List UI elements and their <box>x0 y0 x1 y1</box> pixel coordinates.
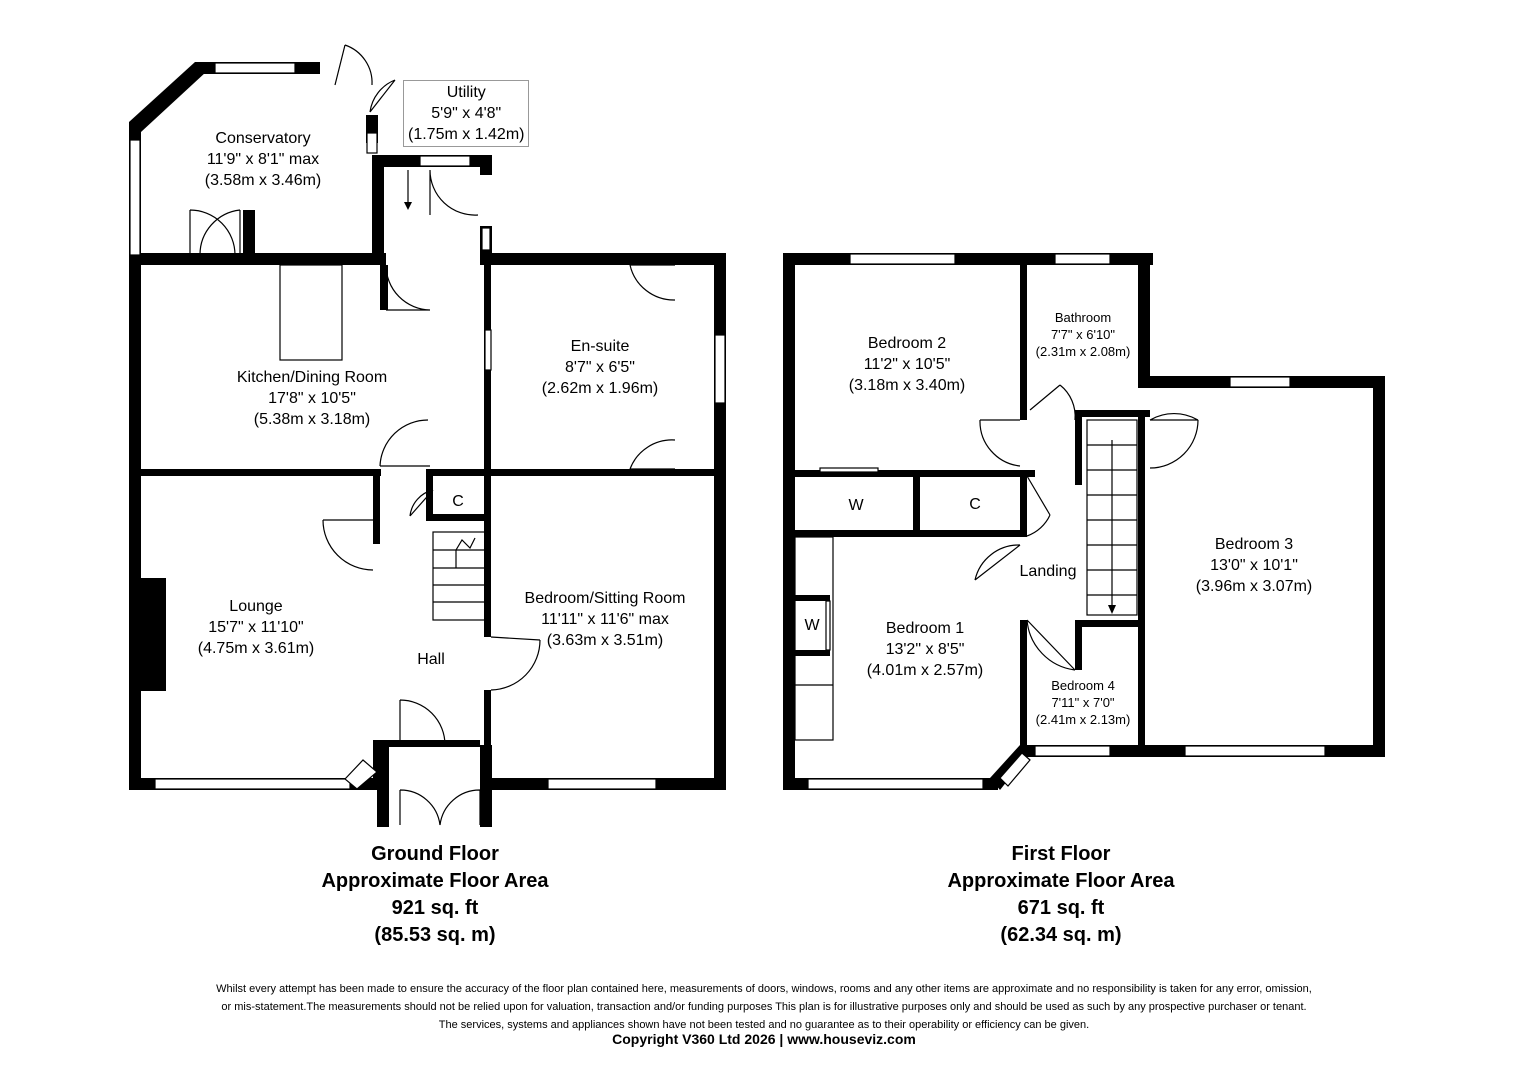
room-name: Bedroom/Sitting Room <box>524 590 686 607</box>
room-name: En-suite <box>570 338 630 355</box>
room-dims-imperial: 7'11" x 7'0" <box>1051 695 1115 710</box>
floor-name: First Floor <box>1011 843 1111 865</box>
room-name: Kitchen/Dining Room <box>236 369 388 386</box>
first-floor-windows <box>807 253 1326 790</box>
room-name: Lounge <box>229 598 283 615</box>
floor-area-label: Approximate Floor Area <box>947 870 1175 892</box>
room-dims-imperial: 5'9" x 4'8" <box>431 105 502 122</box>
room-dims-imperial: 13'2" x 8'5" <box>885 641 965 658</box>
copyright: Copyright V360 Ltd 2026 | www.houseviz.c… <box>612 1031 916 1047</box>
room-name: Bedroom 1 <box>885 620 965 637</box>
room-dims-imperial: 11'2" x 10'5" <box>863 356 951 373</box>
room-label-wardrobe-small: W <box>804 615 819 636</box>
room-label-cupboard-first: C <box>969 494 981 515</box>
room-name: W <box>804 617 820 634</box>
room-label-bedroom-2: Bedroom 2 11'2" x 10'5" (3.18m x 3.40m) <box>849 333 965 396</box>
room-dims-metric: (2.41m x 2.13m) <box>1035 712 1131 727</box>
room-dims-metric: (3.18m x 3.40m) <box>848 377 966 394</box>
floor-area-sqm: (85.53 sq. m) <box>374 924 496 946</box>
room-name: Bedroom 2 <box>867 335 947 352</box>
ground-floor-summary: Ground Floor Approximate Floor Area 921 … <box>321 841 548 949</box>
room-dims-metric: (3.63m x 3.51m) <box>546 632 664 649</box>
room-name: W <box>848 497 864 514</box>
room-label-landing: Landing <box>1020 561 1077 582</box>
room-dims-metric: (3.96m x 3.07m) <box>1195 578 1313 595</box>
room-name: C <box>452 493 464 510</box>
floor-area-sqm: (62.34 sq. m) <box>1000 924 1122 946</box>
room-dims-metric: (4.75m x 3.61m) <box>197 640 315 657</box>
room-name: Hall <box>417 651 445 668</box>
room-label-lounge: Lounge 15'7" x 11'10" (4.75m x 3.61m) <box>198 596 314 659</box>
room-label-bedroom-1: Bedroom 1 13'2" x 8'5" (4.01m x 2.57m) <box>867 618 983 681</box>
room-label-kitchen: Kitchen/Dining Room 17'8" x 10'5" (5.38m… <box>237 367 387 430</box>
floor-area-label: Approximate Floor Area <box>321 870 549 892</box>
room-label-ensuite: En-suite 8'7" x 6'5" (2.62m x 1.96m) <box>542 336 658 399</box>
room-label-utility: Utility 5'9" x 4'8" (1.75m x 1.42m) <box>403 80 530 147</box>
room-dims-imperial: 15'7" x 11'10" <box>208 619 304 636</box>
room-label-cupboard: C <box>452 491 464 512</box>
room-dims-imperial: 11'9" x 8'1" max <box>206 151 320 168</box>
room-dims-imperial: 17'8" x 10'5" <box>268 390 356 407</box>
room-dims-metric: (2.62m x 1.96m) <box>541 380 659 397</box>
room-dims-metric: (4.01m x 2.57m) <box>866 662 984 679</box>
disclaimer-line: The services, systems and appliances sho… <box>438 1019 1090 1031</box>
room-label-bedroom-3: Bedroom 3 13'0" x 10'1" (3.96m x 3.07m) <box>1196 534 1312 597</box>
room-dims-metric: (1.75m x 1.42m) <box>408 126 525 143</box>
room-dims-metric: (3.58m x 3.46m) <box>204 172 322 189</box>
room-name: Bedroom 3 <box>1214 536 1294 553</box>
room-name: Bedroom 4 <box>1051 678 1115 693</box>
room-dims-imperial: 7'7" x 6'10" <box>1050 327 1116 342</box>
room-label-wardrobe: W <box>848 495 863 516</box>
room-name: Utility <box>446 84 486 101</box>
room-name: Landing <box>1019 563 1077 580</box>
room-dims-metric: (2.31m x 2.08m) <box>1035 344 1131 359</box>
ground-floor-windows <box>129 62 726 790</box>
ground-floor-doors <box>189 44 676 826</box>
room-label-hall: Hall <box>417 649 445 670</box>
first-floor-doors <box>974 384 1199 671</box>
floor-area-sqft: 921 sq. ft <box>391 897 479 919</box>
room-name: Conservatory <box>215 130 311 147</box>
room-label-conservatory: Conservatory 11'9" x 8'1" max (3.58m x 3… <box>205 128 321 191</box>
disclaimer-line: Whilst every attempt has been made to en… <box>216 983 1312 995</box>
disclaimer: Whilst every attempt has been made to en… <box>60 980 1468 1034</box>
room-dims-imperial: 11'11" x 11'6" max <box>541 611 669 628</box>
room-name: C <box>969 496 981 513</box>
room-dims-imperial: 8'7" x 6'5" <box>565 359 635 376</box>
disclaimer-line: or mis-statement.The measurements should… <box>221 1001 1307 1013</box>
room-dims-imperial: 13'0" x 10'1" <box>1210 557 1298 574</box>
floor-area-sqft: 671 sq. ft <box>1017 897 1105 919</box>
first-floor-summary: First Floor Approximate Floor Area 671 s… <box>947 841 1174 949</box>
room-label-bedsit: Bedroom/Sitting Room 11'11" x 11'6" max … <box>525 588 686 651</box>
room-name: Bathroom <box>1054 310 1112 325</box>
room-label-bedroom-4: Bedroom 4 7'11" x 7'0" (2.41m x 2.13m) <box>1036 677 1131 728</box>
room-label-bathroom: Bathroom 7'7" x 6'10" (2.31m x 2.08m) <box>1036 309 1131 360</box>
floor-name: Ground Floor <box>371 843 499 865</box>
room-dims-metric: (5.38m x 3.18m) <box>253 411 371 428</box>
